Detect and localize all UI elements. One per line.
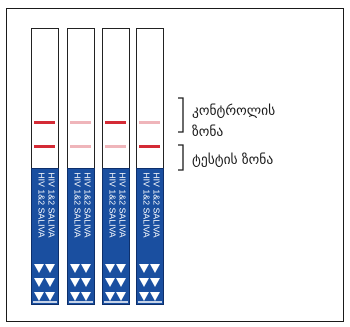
down-arrow-icon	[105, 278, 115, 287]
control-line	[139, 121, 160, 124]
diagram-frame	[6, 8, 344, 322]
down-arrow-icon	[139, 264, 149, 273]
down-arrow-icon	[150, 292, 160, 301]
test-line	[139, 145, 160, 148]
down-arrow-icon	[105, 264, 115, 273]
strip-window	[136, 28, 164, 168]
down-arrow-icon	[34, 278, 44, 287]
down-arrow-icon	[45, 264, 55, 273]
down-arrow-icon	[150, 264, 160, 273]
control-zone-label-line2: ზონა	[192, 124, 224, 140]
down-arrow-icon	[81, 278, 91, 287]
strip-label-line2: HIV 1&2 SALIVA	[73, 172, 83, 238]
strip-window	[67, 28, 95, 168]
down-arrow-icon	[105, 292, 115, 301]
strip-window	[102, 28, 130, 168]
down-arrow-icon	[45, 278, 55, 287]
dip-arrows-icon	[33, 264, 57, 303]
test-line	[105, 145, 126, 148]
down-arrow-icon	[116, 292, 126, 301]
down-arrow-icon	[116, 278, 126, 287]
down-arrow-icon	[45, 292, 55, 301]
test-line	[70, 145, 91, 148]
control-line	[34, 121, 55, 124]
test-zone-label: ტესტის ზონა	[192, 152, 274, 168]
strip-label-line1: HIV 1&2 SALIVA	[82, 172, 93, 238]
down-arrow-icon	[34, 264, 44, 273]
down-arrow-icon	[34, 292, 44, 301]
down-arrow-icon	[70, 278, 80, 287]
down-arrow-icon	[139, 292, 149, 301]
down-arrow-icon	[139, 278, 149, 287]
dip-arrows-icon	[69, 264, 93, 303]
control-line	[70, 121, 91, 124]
strip-label-line2: HIV 1&2 SALIVA	[108, 172, 118, 238]
strip-label-line1: HIV 1&2 SALIVA	[46, 172, 57, 238]
strip-window	[31, 28, 59, 168]
down-arrow-icon	[116, 264, 126, 273]
down-arrow-icon	[81, 264, 91, 273]
control-zone-label-line1: კონტროლის	[192, 103, 276, 119]
dip-arrows-icon	[104, 264, 128, 303]
test-line	[34, 145, 55, 148]
down-arrow-icon	[81, 292, 91, 301]
strip-label-line1: HIV 1&2 SALIVA	[151, 172, 162, 238]
strip-label-line1: HIV 1&2 SALIVA	[117, 172, 128, 238]
dip-arrows-icon	[138, 264, 162, 303]
strip-label-line2: HIV 1&2 SALIVA	[37, 172, 47, 238]
control-line	[105, 121, 126, 124]
down-arrow-icon	[150, 278, 160, 287]
strip-label-line2: HIV 1&2 SALIVA	[142, 172, 152, 238]
down-arrow-icon	[70, 292, 80, 301]
down-arrow-icon	[70, 264, 80, 273]
